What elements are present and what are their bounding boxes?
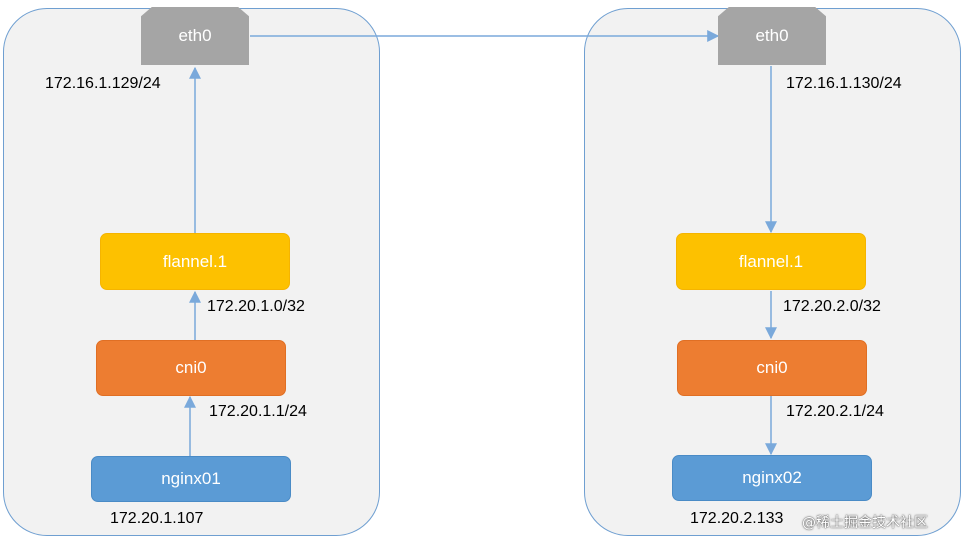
left-cni0-label: cni0: [175, 358, 207, 377]
right-cni0-bridge: cni0: [677, 340, 867, 396]
right-nginx02-pod: nginx02: [672, 455, 872, 501]
left-flannel-interface: flannel.1: [100, 233, 290, 290]
right-nginx02-label: nginx02: [742, 468, 802, 487]
right-flannel-label: flannel.1: [738, 251, 804, 271]
right-eth0-interface: eth0: [718, 7, 826, 65]
left-eth0-label: eth0: [178, 26, 212, 45]
right-cni0-label: cni0: [756, 358, 788, 377]
left-cni0-bridge: cni0: [96, 340, 286, 396]
left-nginx01-label: nginx01: [161, 469, 221, 488]
left-cni0-ip: 172.20.1.1/24: [209, 403, 307, 420]
right-flannel-ip: 172.20.2.0/32: [783, 298, 881, 315]
left-eth0-ip: 172.16.1.129/24: [45, 75, 161, 92]
watermark-text: @稀土掘金技术社区: [802, 515, 928, 531]
left-nginx01-pod: nginx01: [91, 456, 291, 502]
left-flannel-ip: 172.20.1.0/32: [207, 298, 305, 315]
right-cni0-ip: 172.20.2.1/24: [786, 403, 884, 420]
right-eth0-label: eth0: [755, 26, 789, 45]
right-flannel-interface: flannel.1: [676, 233, 866, 290]
left-flannel-label: flannel.1: [162, 251, 228, 271]
left-eth0-interface: eth0: [141, 7, 249, 65]
right-eth0-ip: 172.16.1.130/24: [786, 75, 902, 92]
right-nginx02-ip: 172.20.2.133: [690, 510, 784, 527]
left-nginx01-ip: 172.20.1.107: [110, 510, 204, 527]
